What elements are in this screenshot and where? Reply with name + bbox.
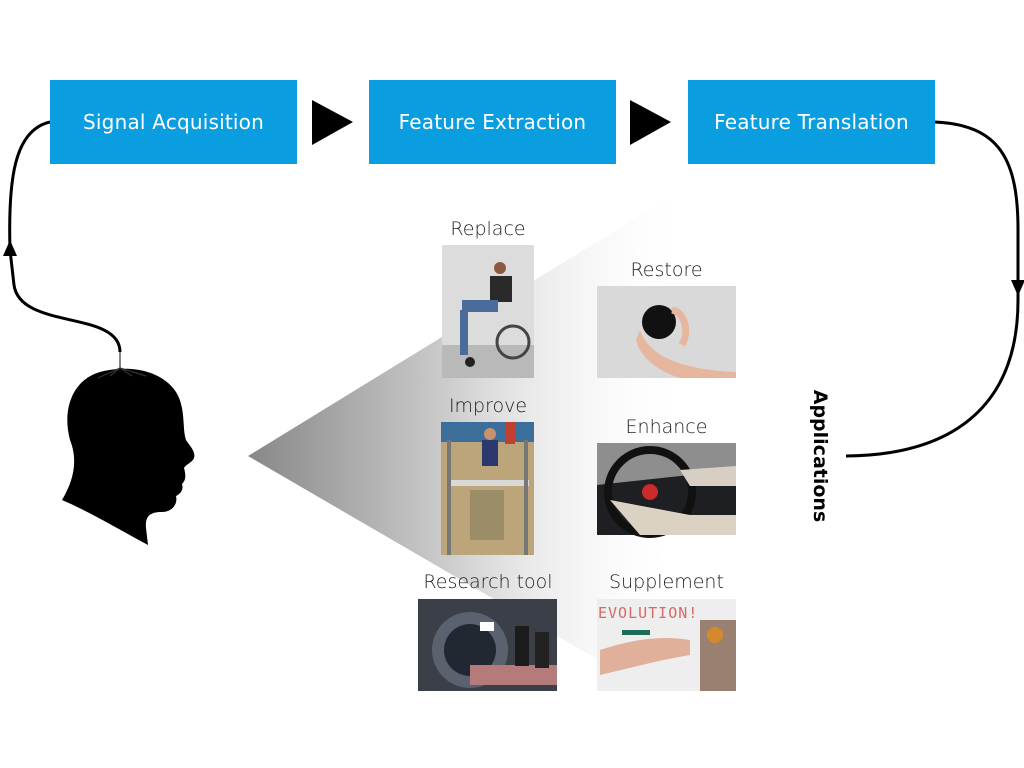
app-label-improve: Improve <box>448 395 528 417</box>
photo-supplement <box>597 599 736 691</box>
stage-label: Feature Translation <box>714 110 909 134</box>
photo-improve <box>441 422 534 555</box>
app-label-research-tool: Research tool <box>423 571 553 593</box>
app-label-supplement: Supplement <box>609 571 724 593</box>
photo-enhance <box>597 443 736 538</box>
play-triangle-arrow-icon <box>630 100 671 145</box>
app-label-enhance: Enhance <box>625 416 708 438</box>
app-label-replace: Replace <box>450 218 526 240</box>
play-triangle-arrow-icon <box>312 100 353 145</box>
human-head-silhouette-icon <box>62 368 195 545</box>
stage-signal-acquisition: Signal Acquisition <box>50 80 297 164</box>
photo-research-tool <box>418 599 557 691</box>
up-arrowhead-icon <box>3 240 17 256</box>
photo-restore <box>597 286 736 378</box>
stage-feature-translation: Feature Translation <box>688 80 935 164</box>
stage-label: Feature Extraction <box>398 110 587 134</box>
whiteboard-text: EVOLUTION! <box>598 604 699 622</box>
photo-replace <box>442 245 534 378</box>
output-curve-right <box>845 120 1020 458</box>
stage-label: Signal Acquisition <box>83 110 264 134</box>
app-label-restore: Restore <box>630 259 703 281</box>
stage-feature-extraction: Feature Extraction <box>369 80 616 164</box>
feedback-curve-left <box>8 120 122 353</box>
down-arrowhead-icon <box>1011 280 1024 296</box>
applications-title: Applications <box>809 389 831 523</box>
eeg-electrodes-icon <box>97 352 147 379</box>
